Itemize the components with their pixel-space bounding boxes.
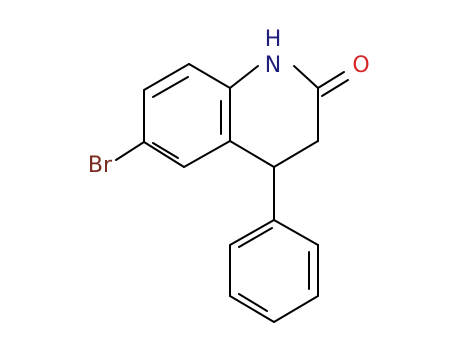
- bond-ring-a-4: [183, 140, 231, 168]
- bond-phenyl-6: [229, 219, 275, 246]
- oxygen-atom-label: O: [352, 53, 369, 78]
- bond-ring-b-5: [229, 140, 275, 168]
- double-bond-ring-a-1: [152, 76, 189, 98]
- bromine-bond: [115, 141, 145, 161]
- double-bond-ring-a-3: [152, 142, 179, 159]
- nitrogen-atom-label: N: [265, 53, 281, 78]
- bond-ring-a-2: [188, 63, 231, 89]
- bond-phenyl-4: [229, 295, 275, 323]
- double-bond-phenyl-3: [238, 227, 273, 248]
- bromine-atom-label: Br: [88, 153, 113, 178]
- carbonyl-bond-2: [321, 79, 349, 97]
- bond-ring-b-4: [273, 140, 319, 168]
- bond-ring-a-1: [143, 63, 190, 91]
- carbonyl-bond-1: [317, 71, 345, 89]
- bond-ring-a-5: [143, 141, 185, 168]
- bond-phenyl-1: [273, 219, 319, 246]
- hydrogen-atom-label: H: [265, 27, 282, 52]
- double-bond-phenyl-2: [238, 293, 268, 312]
- bond-ring-b-2: [293, 65, 319, 89]
- bond-ring-b-1: [229, 65, 259, 89]
- bond-phenyl-3: [273, 295, 319, 323]
